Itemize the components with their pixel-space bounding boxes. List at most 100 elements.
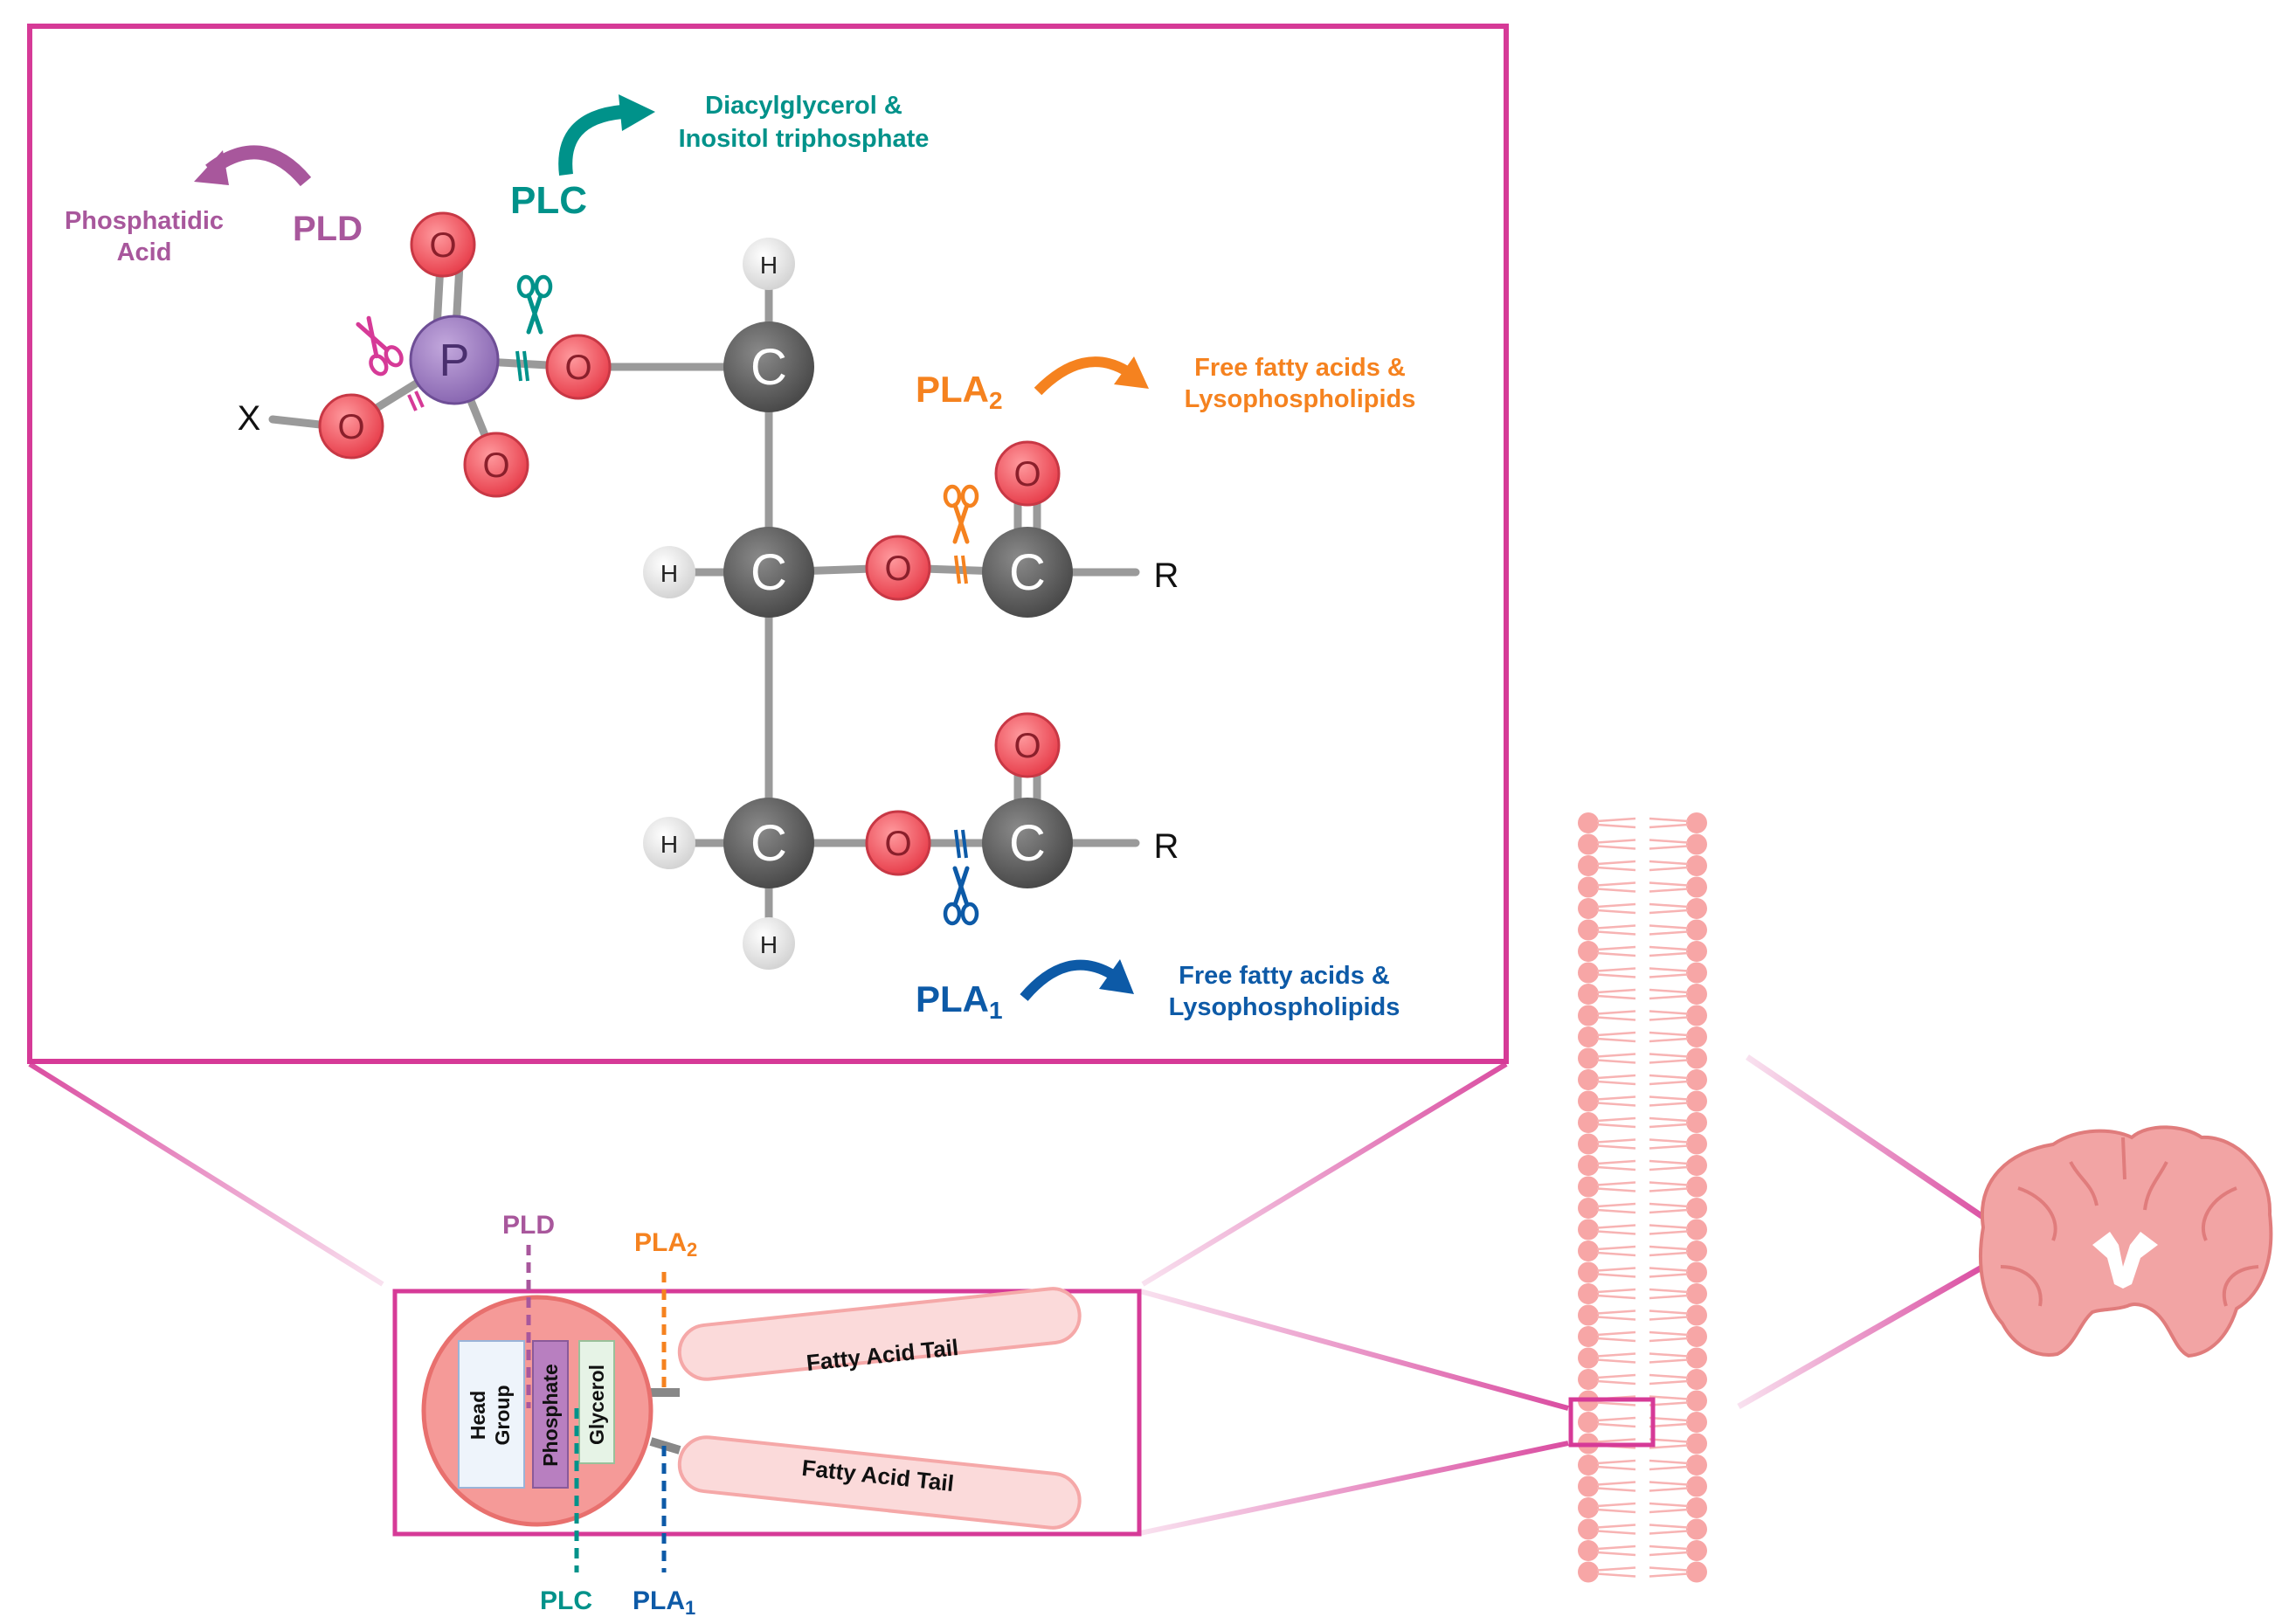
lipid-head (1578, 1347, 1599, 1369)
lipid-tail (1596, 1572, 1636, 1578)
lipid-tail (1596, 1267, 1636, 1272)
atom-x: X (238, 399, 261, 438)
lipid-head (1686, 1026, 1707, 1047)
lipid-tail (1649, 1330, 1689, 1337)
lipid-tail (1649, 924, 1689, 929)
lipid-tail (1596, 1202, 1636, 1208)
lipid-head (1686, 1369, 1707, 1390)
carbon-atom: C (982, 527, 1073, 618)
lipid-tail (1596, 1379, 1636, 1386)
hydrogen-atom: H (643, 817, 695, 869)
lipid-head (1578, 1005, 1599, 1026)
brain-connector-bottom (1737, 1263, 1985, 1410)
lipid-head (1578, 876, 1599, 898)
svg-text:X: X (238, 399, 261, 438)
lipid-tail (1649, 839, 1689, 844)
lipid-tail (1596, 1316, 1636, 1321)
svg-text:PLC: PLC (510, 179, 587, 222)
carbon-atom: C (723, 321, 814, 412)
svg-text:O: O (884, 549, 911, 588)
lipid-tail (1596, 1330, 1636, 1337)
glycerol-label: Glycerol (585, 1365, 608, 1445)
lipid-tail (1596, 823, 1636, 829)
lipid-tail (1649, 967, 1689, 972)
lipid-bilayer-icon (1578, 812, 1707, 1583)
hydrogen-atom: H (743, 917, 795, 970)
svg-text:H: H (760, 252, 778, 279)
lipid-tail (1649, 860, 1689, 866)
lipid-tail (1596, 902, 1636, 909)
lipid-head (1578, 1369, 1599, 1390)
phosphate-label: Phosphate (539, 1364, 562, 1467)
lipid-tail (1649, 1438, 1689, 1443)
pld-label: PLD (502, 1211, 555, 1240)
lipid-tail (1596, 1294, 1636, 1300)
lipid-tail (1596, 1080, 1636, 1086)
lipid-tail (1596, 1059, 1636, 1064)
lipid-tail (1649, 1294, 1689, 1300)
lipid-tail (1596, 1358, 1636, 1364)
lipid-head (1578, 1176, 1599, 1198)
svg-text:H: H (660, 560, 678, 587)
svg-text:Diacylglycerol &: Diacylglycerol & (705, 92, 902, 120)
lipid-tail (1596, 967, 1636, 972)
lipid-tail (1649, 1123, 1689, 1129)
lipid-head (1578, 919, 1599, 941)
lipid-head (1686, 1133, 1707, 1155)
lipid-head (1578, 1261, 1599, 1283)
svg-text:O: O (337, 408, 364, 446)
oxygen-atom: O (545, 334, 612, 400)
lipid-tail (1649, 1267, 1689, 1272)
brain-connector-top (1746, 1054, 1994, 1226)
lipid-tail (1596, 1144, 1636, 1150)
svg-text:C: C (1009, 815, 1046, 872)
svg-text:PLA2: PLA2 (916, 369, 1003, 414)
cut-marks (407, 350, 968, 859)
lipid-head (1578, 1090, 1599, 1112)
lipid-tail (1649, 1208, 1689, 1214)
lipid-tail (1596, 1159, 1636, 1165)
lipid-tail (1649, 951, 1689, 957)
lipid-tail (1596, 1416, 1636, 1422)
lipid-tail (1649, 902, 1689, 909)
lipid-head (1578, 1283, 1599, 1304)
lipid-head (1578, 1540, 1599, 1561)
svg-text:Inositol triphosphate: Inositol triphosphate (679, 125, 930, 153)
lipid-head (1686, 1326, 1707, 1347)
lipid-head (1686, 1433, 1707, 1455)
lipid-tail (1596, 881, 1636, 887)
svg-text:O: O (884, 825, 911, 863)
oxygen-atom: O (865, 810, 931, 876)
lipid-tail (1649, 1074, 1689, 1080)
plc-annotation: PLC Diacylglycerol & Inositol triphospha… (510, 92, 929, 222)
lipid-head (1578, 1069, 1599, 1090)
lipid-tail (1649, 1358, 1689, 1364)
lipid-tail (1649, 1352, 1689, 1358)
lipid-tail (1596, 1010, 1636, 1015)
lipid-tail (1649, 1373, 1689, 1379)
svg-text:C: C (750, 815, 787, 872)
glycerol-block (578, 1340, 615, 1464)
lipid-tail (1649, 1545, 1689, 1551)
lipid-tail (1649, 1181, 1689, 1186)
lipid-tail (1649, 1230, 1689, 1235)
lipid-tail (1596, 1524, 1636, 1529)
lipid-tail (1649, 1245, 1689, 1251)
lipid-tail (1649, 1416, 1689, 1422)
head-group-label: Head (467, 1391, 489, 1440)
svg-text:C: C (1009, 544, 1046, 601)
lipid-tail (1596, 994, 1636, 1000)
lipid-tail (1596, 951, 1636, 957)
lipid-tail (1649, 1288, 1689, 1294)
lipid-tail (1649, 1037, 1689, 1043)
carbon-atom: C (723, 527, 814, 618)
lipid-tail (1596, 845, 1636, 850)
lipid-head (1686, 1176, 1707, 1198)
lipid-tail (1596, 1530, 1636, 1535)
lipid-tail (1649, 888, 1689, 893)
lipid-head (1686, 1561, 1707, 1583)
lipid-head (1578, 1155, 1599, 1176)
lipid-tail (1596, 1230, 1636, 1235)
lipid-head (1686, 1304, 1707, 1326)
svg-text:R: R (1154, 827, 1179, 866)
